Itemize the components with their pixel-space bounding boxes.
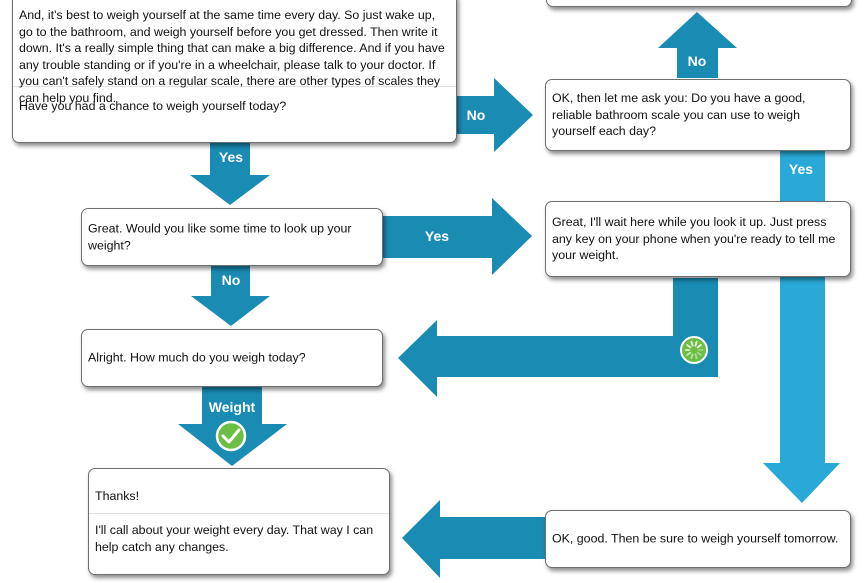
top-right-box (546, 0, 852, 7)
spinner-tick (686, 351, 692, 356)
tomorrow-text: OK, good. Then be sure to weigh yourself… (552, 531, 839, 546)
arrow-intro-no-label: No (467, 107, 486, 123)
check-circle-icon (215, 420, 247, 452)
spinner-tick (696, 351, 702, 356)
intro-box: And, it's best to weigh yourself at the … (12, 0, 457, 143)
arrow-tomorrow (402, 500, 545, 578)
spinner-tick (696, 344, 702, 349)
arrow-scale-no-label: No (688, 53, 707, 69)
spinner-tick (690, 353, 694, 360)
lookup-question-box: Great. Would you like some time to look … (81, 208, 383, 266)
arrow-wait-return (398, 278, 718, 397)
lookup-question-text: Great. Would you like some time to look … (88, 221, 352, 252)
spinner-icon (680, 336, 708, 364)
arrow-weight-label: Weight (209, 399, 256, 415)
wait-message-text: Great, I'll wait here while you look it … (552, 215, 836, 263)
wait-message-box: Great, I'll wait here while you look it … (545, 201, 851, 277)
arrow-lookup-yes (383, 198, 532, 275)
arrow-intro-yes-label: Yes (219, 149, 243, 165)
scale-question-box: OK, then let me ask you: Do you have a g… (545, 79, 851, 151)
arrow-scale-no (658, 12, 737, 78)
scale-question-text: OK, then let me ask you: Do you have a g… (552, 91, 806, 139)
weight-question-text: Alright. How much do you weigh today? (88, 350, 306, 365)
arrow-intro-yes (190, 142, 270, 205)
spinner-tick (690, 340, 694, 347)
arrow-lookup-no-label: No (222, 272, 241, 288)
arrow-lookup-yes-label: Yes (425, 228, 449, 244)
tomorrow-box: OK, good. Then be sure to weigh yourself… (545, 510, 851, 568)
spinner-tick (694, 340, 698, 347)
intro-question: Have you had a chance to weigh yourself … (13, 86, 456, 121)
intro-text: And, it's best to weigh yourself at the … (19, 8, 445, 105)
spinner-tick (694, 353, 698, 360)
arrow-lookup-no (191, 266, 270, 326)
thanks-box: Thanks! I'll call about your weight ever… (88, 468, 390, 575)
arrow-scale-yes-label: Yes (789, 161, 813, 177)
arrow-intro-no (452, 78, 533, 152)
thanks-text: Thanks! (95, 489, 140, 503)
weight-question-box: Alright. How much do you weigh today? (81, 329, 383, 387)
spinner-tick (686, 344, 692, 349)
daily-call-text: I'll call about your weight every day. T… (89, 513, 389, 561)
